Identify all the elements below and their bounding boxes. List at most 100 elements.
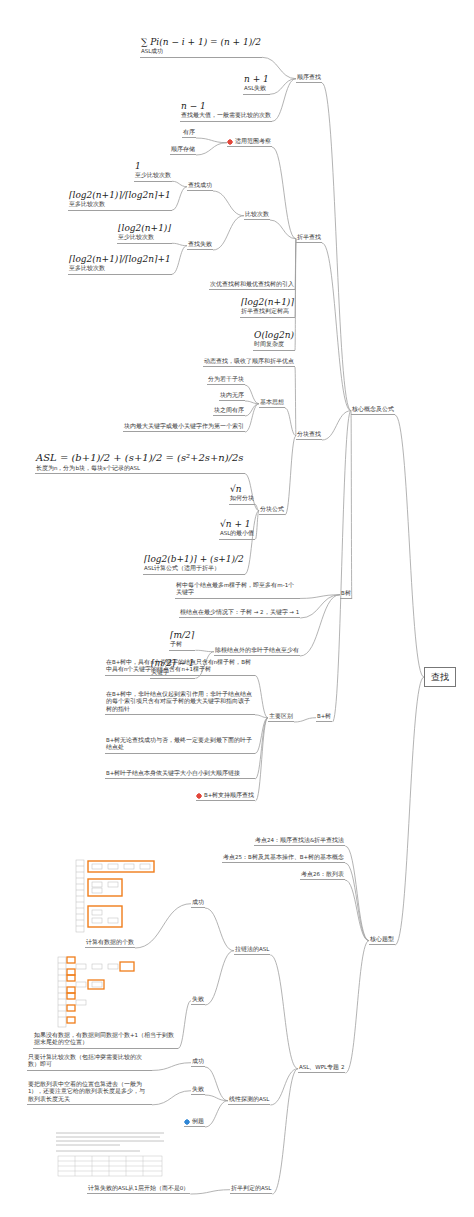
formula-text: 1 (135, 161, 171, 172)
branch-connector (213, 191, 244, 216)
topic-text: 根结点在最少情况下：子树 → 2，关键字 → 1 (180, 609, 299, 616)
topic-text: 失败 (192, 996, 204, 1003)
branch-connector (285, 408, 296, 436)
topic-text: 分块查找 (297, 431, 321, 438)
hash-table-image (58, 957, 134, 1027)
topic-text: B+树无论查找成功与否，最终一定要走到最下面的叶子结点处 (106, 737, 254, 752)
caption-text: ASL计算公式（适用于折半） (144, 565, 244, 572)
branch-connector (270, 955, 298, 1069)
topic: 树中每个结点最多m棵子树，即至多有m-1个关键字 (175, 582, 300, 599)
topic-text: 线性探测的ASL (229, 1096, 269, 1103)
caption-text: 查找最大值，一般需要比较的次数 (181, 112, 271, 119)
topic-text: 顺序查找 (297, 74, 321, 81)
branch-connector (213, 216, 244, 250)
branch-connector (300, 595, 340, 656)
topic: B+树支持顺序查找 (196, 792, 255, 801)
topic-text: B+树叶子结点本身依关键字大小自小到大顺序链接 (106, 770, 254, 777)
topic-text: 主要区别 (269, 713, 293, 720)
topic: 比较次数 (244, 211, 270, 220)
hash-table-image (76, 860, 154, 932)
caption-text: 至少比较次数 (118, 234, 171, 241)
topic: 核心题型 (369, 936, 395, 945)
formula-text: √n (230, 484, 254, 495)
branch-connector (295, 239, 296, 351)
branch-connector (255, 718, 268, 801)
topic-text: 树中每个结点最多m棵子树，即至多有m-1个关键字 (176, 582, 299, 597)
topic-text: 例题 (192, 1118, 204, 1125)
topic-text: 查找 (431, 671, 449, 683)
caption-text: 至少比较次数 (135, 172, 171, 179)
caption-text: 至多比较次数 (69, 201, 171, 208)
topic-text: 查找成功 (188, 182, 212, 189)
branch-connector (190, 1190, 230, 1194)
topic-text: 比较次数 (245, 211, 269, 218)
topic: 计算有数据的个数 (85, 939, 135, 948)
formula-text: ASL = (b+1)/2 + (s+1)/2 = (s²+2s+n)/2s (36, 452, 244, 465)
formula-topic: √n + 1ASL的最小值 (219, 519, 255, 540)
branch-connector (255, 715, 268, 718)
topic: 顺序查找 (296, 74, 322, 83)
branch-connector (270, 220, 296, 239)
caption-text: 时间复杂度 (254, 341, 294, 348)
topic: 如果没有数据，有数据则同数据个数+1（相当于到数据末尾处的空位置） (33, 1032, 178, 1049)
formula-text: ⌈log2(n+1)⌉ (241, 297, 294, 308)
formula-text: ⌈m/2⌉ (170, 630, 194, 641)
branch-connector (272, 147, 296, 239)
topic: 块内最大关键字或最小关键字作为第一个索引 (123, 423, 245, 432)
topic: 线性探测的ASL (228, 1096, 270, 1105)
formula-text: √n + 1 (220, 519, 254, 530)
formula-topic: ASL = (b+1)/2 + (s+1)/2 = (s²+2s+n)/2s长度… (35, 452, 245, 474)
branch-connector (172, 243, 187, 245)
topic-text: 在B+树中，具有n个关键字的结点只含有n棵子树，B树中具有n个关键字的结点含有n… (106, 659, 254, 674)
topic-text: 适用范围考察 (235, 138, 271, 145)
branch-connector (135, 904, 191, 948)
topic: B+树无论查找成功与否，最终一定要走到最下面的叶子结点处 (105, 737, 255, 754)
topic: 只要计算比较次数（包括冲突需要比较的次数）即可 (27, 1054, 152, 1071)
topic-text: 核心题型 (370, 936, 394, 943)
topic-text: 块内最大关键字或最小关键字作为第一个索引 (124, 423, 244, 430)
formula-text: ⌊log2(n+1)⌋ (118, 223, 171, 234)
branch-connector (172, 187, 187, 211)
branch-connector (205, 908, 234, 951)
branch-connector (205, 951, 234, 1005)
topic-text: 拉链法的ASL (235, 946, 269, 953)
branch-connector (272, 79, 296, 122)
branch-connector (345, 863, 369, 941)
topic-text: ASL、WPL专题 2 (299, 1064, 344, 1071)
branch-connector (351, 411, 353, 599)
branch-connector (172, 246, 187, 275)
formula-topic: O(log2n)时间复杂度 (253, 330, 295, 351)
branch-connector (196, 143, 227, 155)
topic: 考点26：散列表 (300, 871, 345, 880)
topic-text: 失败 (192, 1086, 204, 1093)
formula-topic: ⌈log2(n+1)⌉折半查找判定树高 (240, 297, 295, 318)
topic: 分块公式 (259, 506, 285, 515)
topic-text: 折半查找 (297, 234, 321, 241)
topic: 动态查找，吸收了顺序和折半优点 (203, 358, 295, 367)
example-image (56, 1133, 164, 1176)
formula-text: O(log2n) (254, 330, 294, 341)
branch-connector (178, 1001, 191, 1049)
topic: 在B+树中，具有n个关键字的结点只含有n棵子树，B树中具有n个关键字的结点含有n… (105, 659, 255, 676)
topic-text: 查找失败 (188, 241, 212, 248)
topic: 成功 (191, 899, 205, 908)
branch-connector (285, 436, 296, 515)
topic: 失败 (191, 1086, 205, 1095)
formula-topic: n − 1查找最大值，一般需要比较的次数 (180, 101, 272, 122)
branch-connector (245, 404, 259, 432)
branch-connector (205, 1101, 228, 1127)
topic: 核心概念及公式 (351, 406, 395, 415)
topic-text: 计算失败的ASL从1层开始（而不是0） (88, 1185, 189, 1192)
branch-connector (395, 677, 424, 945)
formula-topic: ⌈log2(n+1)⌉/⌈log2n⌉+1至多比较次数 (68, 190, 172, 211)
formula-text: n − 1 (181, 101, 271, 112)
topic: B+树 (316, 713, 332, 722)
branch-connector (295, 367, 296, 436)
branch-connector (245, 385, 259, 404)
root-topic: 查找 (424, 667, 456, 687)
caption-text: ASL失败 (244, 85, 269, 92)
branch-connector (205, 1095, 228, 1101)
topic: 除根结点外的非叶子结点至少有 (214, 647, 300, 656)
topic: 考点24：顺序查找法&折半查找法 (254, 837, 345, 846)
